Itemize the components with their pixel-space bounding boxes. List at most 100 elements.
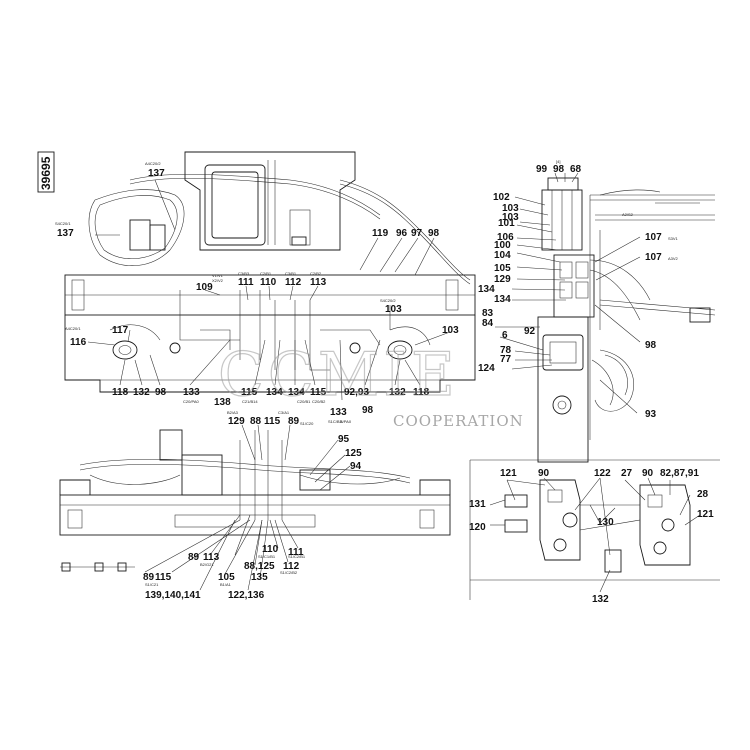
callout: 134 bbox=[494, 294, 511, 305]
callout: 90 bbox=[538, 468, 550, 479]
callout: 97 bbox=[411, 228, 423, 239]
callout: 84 bbox=[482, 318, 494, 329]
code-label: C3/B3 bbox=[238, 271, 250, 276]
callout: 27 bbox=[621, 468, 633, 479]
callout: 117 bbox=[112, 325, 129, 336]
code-label: S1C/B3 bbox=[328, 419, 343, 424]
callout: 107 bbox=[645, 232, 662, 243]
code-label: [4] bbox=[556, 159, 560, 164]
callout: 110 bbox=[260, 277, 277, 288]
callout: 92 bbox=[524, 326, 536, 337]
callout: 135 bbox=[251, 572, 268, 583]
callout: 82,87,91 bbox=[660, 468, 699, 479]
callout: 122,136 bbox=[228, 590, 265, 601]
callout: 101 bbox=[498, 218, 515, 229]
callout: 98 bbox=[553, 164, 565, 175]
callout: 111 bbox=[288, 547, 304, 558]
top-right-view bbox=[537, 177, 716, 463]
callout: 103 bbox=[502, 203, 519, 214]
code-label: B1/A1 bbox=[220, 582, 232, 587]
callout: 94 bbox=[350, 461, 362, 472]
callout: 68 bbox=[570, 164, 582, 175]
code-label: S4C20/1 bbox=[55, 221, 71, 226]
code-label: B2/G21 bbox=[200, 562, 214, 567]
callout: 138 bbox=[214, 397, 231, 408]
callout: 77 bbox=[500, 354, 512, 365]
callout: 104 bbox=[494, 250, 511, 261]
code-label: V1/V1 bbox=[212, 273, 224, 278]
watermark-brand: CCMIE bbox=[218, 340, 459, 410]
bottom-left-view bbox=[59, 429, 451, 572]
callout: 131 bbox=[469, 499, 486, 510]
callout: 115 bbox=[264, 416, 281, 427]
callout: 134 bbox=[478, 284, 495, 295]
callout: 99 bbox=[536, 164, 548, 175]
callout: 124 bbox=[478, 363, 495, 374]
bottom-right-view bbox=[469, 459, 720, 600]
callout: 90 bbox=[642, 468, 654, 479]
callout: 102 bbox=[493, 192, 510, 203]
small-codes: A4C20/2 S4C20/1 V1/V1 X2/V2 C3/B3 C2/B1 … bbox=[55, 159, 679, 587]
callout: 133 bbox=[183, 387, 200, 398]
callout: 93 bbox=[645, 409, 657, 420]
callout: 113 bbox=[203, 552, 220, 563]
code-label: S1/C20 bbox=[300, 421, 314, 426]
callout: 120 bbox=[469, 522, 486, 533]
callout: 110 bbox=[262, 544, 279, 555]
code-label: C2/B2 bbox=[310, 271, 322, 276]
callout: 111 bbox=[238, 277, 254, 288]
watermark-subtitle: COOPERATION bbox=[393, 412, 524, 430]
callout: 129 bbox=[228, 416, 245, 427]
code-label: B/PA0 bbox=[340, 419, 352, 424]
watermark: CCMIE COOPERATION bbox=[217, 339, 524, 430]
callout: 112 bbox=[283, 561, 300, 572]
code-label: S1/C21 bbox=[145, 582, 159, 587]
callout: 105 bbox=[218, 572, 235, 583]
callout: 98 bbox=[645, 340, 657, 351]
code-label: A4C20/2 bbox=[145, 161, 161, 166]
callout: 95 bbox=[338, 434, 350, 445]
top-left-view bbox=[64, 151, 476, 393]
callout: 132 bbox=[592, 594, 609, 605]
callout: 134 bbox=[266, 387, 283, 398]
code-label: S4C20/2 bbox=[380, 298, 396, 303]
callout: 96 bbox=[396, 228, 408, 239]
code-label: A4C20/1 bbox=[65, 326, 81, 331]
callout: 113 bbox=[310, 277, 327, 288]
callout: 89 bbox=[143, 572, 155, 583]
callout: 134 bbox=[288, 387, 305, 398]
code-label: C20/B2 bbox=[312, 399, 326, 404]
code-label: C21/B14 bbox=[242, 399, 258, 404]
drawing-number-box: 39695 bbox=[37, 151, 55, 193]
callout: 107 bbox=[645, 252, 662, 263]
code-label: C20/B1 bbox=[297, 399, 311, 404]
callout: 105 bbox=[494, 263, 511, 274]
code-label: C2/B1 bbox=[260, 271, 272, 276]
callout: 83 bbox=[482, 308, 494, 319]
callout: 130 bbox=[597, 517, 614, 528]
code-label: C3/A1 bbox=[278, 410, 290, 415]
callout: 139,140,141 bbox=[145, 590, 201, 601]
callout: 129 bbox=[494, 274, 511, 285]
code-label: C3/B1 bbox=[285, 271, 297, 276]
callout: 116 bbox=[70, 337, 87, 348]
callout: 118 bbox=[112, 387, 129, 398]
callout: 89 bbox=[288, 416, 300, 427]
callout: 121 bbox=[697, 509, 714, 520]
callout: 28 bbox=[697, 489, 709, 500]
callout: 119 bbox=[372, 228, 389, 239]
code-label: S1/C2/B1 bbox=[288, 554, 306, 559]
callout: 6 bbox=[502, 330, 508, 341]
code-label: S3V1 bbox=[668, 236, 679, 241]
callout: 106 bbox=[497, 232, 514, 243]
callouts: 137 137 119 96 97 98 109 111 110 112 113… bbox=[57, 164, 714, 605]
callout: 98 bbox=[155, 387, 167, 398]
callout: 92,93 bbox=[344, 387, 369, 398]
callout: 78 bbox=[500, 345, 512, 356]
callout: 98 bbox=[362, 405, 374, 416]
callout: 109 bbox=[196, 282, 213, 293]
code-label: X2/V2 bbox=[212, 278, 224, 283]
code-label: B2/A3 bbox=[227, 410, 239, 415]
callout: 137 bbox=[57, 228, 74, 239]
